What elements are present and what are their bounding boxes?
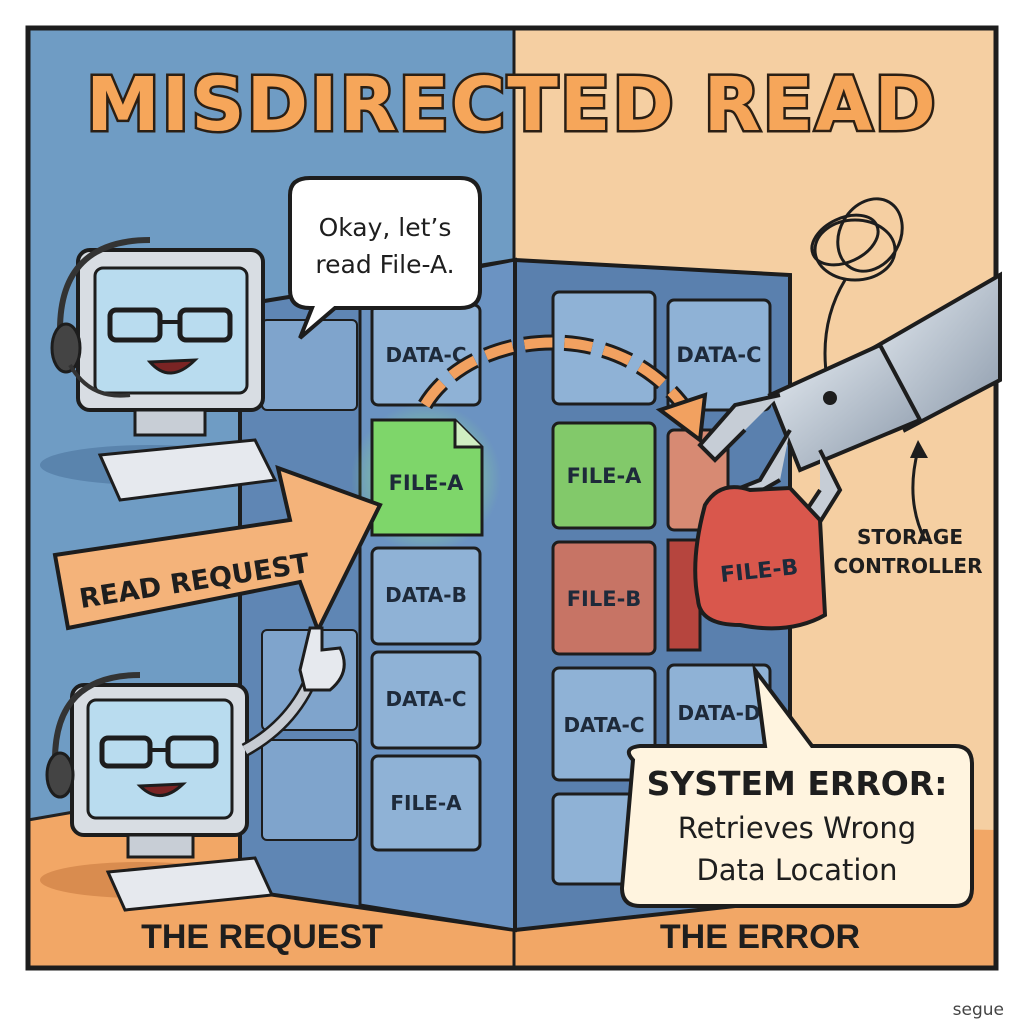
error-line-3: Data Location (696, 853, 897, 887)
slot-left-2-label: DATA-B (385, 583, 467, 607)
headset-icon (57, 237, 151, 331)
slot-right-1-label: FILE-A (567, 464, 643, 488)
error-line-2: Retrieves Wrong (678, 811, 916, 845)
headset-icon-2 (52, 672, 141, 761)
file-fold-icon (453, 420, 482, 449)
computer-character-top (40, 237, 278, 502)
controller-label-line-1: STORAGE (857, 525, 963, 549)
slot-left-3-label: DATA-C (385, 687, 466, 711)
slot-right-4-label: DATA-D (678, 701, 761, 725)
computer-character-bottom (40, 626, 346, 912)
arrow-head-icon (655, 392, 708, 444)
speech-bubble: Okay, let’s read File-A. (288, 176, 482, 340)
smile-icon (146, 358, 199, 375)
robotic-arm (697, 271, 1002, 533)
slot-right-3-label: DATA-C (563, 713, 644, 737)
smile-icon-2 (136, 782, 187, 797)
redirect-arrow (418, 334, 708, 444)
pointing-hand-icon (298, 626, 346, 692)
speech-line-1: Okay, let’s (319, 213, 452, 242)
slot-left-4-label: FILE-A (390, 791, 462, 815)
comic-border (25, 25, 999, 971)
slot-left-2 (370, 546, 482, 646)
keyboard-icon (97, 438, 278, 502)
slot-right-0-label: DATA-C (676, 343, 761, 367)
left-slots: DATA-C FILE-A DATA-B DATA-C FILE-A (261, 303, 501, 852)
slot-right-1 (551, 421, 657, 530)
speech-line-2: read File-A. (315, 250, 454, 279)
slot-left-0-label: DATA-C (385, 343, 466, 367)
right-panel-caption: THE ERROR (660, 918, 860, 956)
error-line-1: SYSTEM ERROR: (647, 764, 948, 803)
slot-left-3 (370, 650, 482, 750)
slot-right-2-label: FILE-B (567, 587, 642, 611)
slot-right-0 (666, 298, 772, 412)
slot-left-1-label: FILE-A (389, 471, 465, 495)
glasses-icon (107, 307, 163, 343)
grabbed-file-b: FILE-B (693, 485, 828, 631)
system-error-box: SYSTEM ERROR: Retrieves Wrong Data Locat… (619, 662, 974, 908)
comic-title: MISDIRECTED READ (86, 62, 938, 148)
slot-right-2 (551, 540, 657, 656)
controller-label-line-2: CONTROLLER (833, 554, 982, 578)
robot-finger-icon (697, 393, 781, 463)
slot-left-4 (370, 754, 482, 852)
watermark: segue (952, 1000, 1004, 1020)
left-panel-caption: THE REQUEST (141, 918, 383, 956)
pointer-arrow-icon (910, 440, 928, 458)
keyboard-icon-2 (105, 856, 275, 912)
storage-controller-callout: STORAGE CONTROLLER (833, 440, 983, 578)
empty-slot-torn (666, 538, 702, 652)
